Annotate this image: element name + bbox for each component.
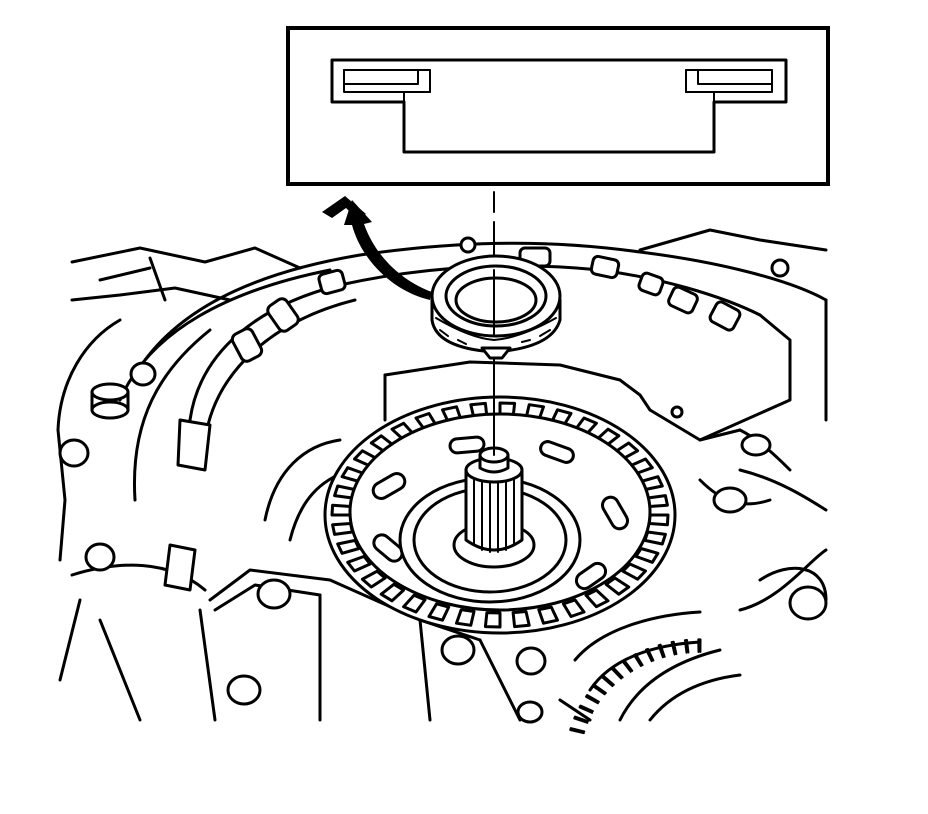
rim-hole [459, 236, 477, 254]
rim-slot [637, 271, 665, 297]
case-hole [670, 405, 684, 419]
gear-tooth [584, 588, 610, 609]
seal-profile [330, 58, 788, 154]
secondary-gear-tooth [657, 643, 666, 659]
gear-slot [372, 533, 404, 563]
secondary-gear-tooth [645, 647, 655, 663]
gear-slot [448, 435, 486, 455]
gear-slot [371, 472, 407, 500]
gear-tooth [621, 562, 647, 581]
seal-notch [480, 346, 512, 360]
bolt-hole [256, 578, 292, 610]
case-tab [176, 418, 212, 472]
rim-slot [589, 254, 621, 280]
rim-slot [317, 268, 347, 296]
secondary-gear-tooth [633, 653, 644, 667]
gear-tooth [643, 530, 667, 546]
secondary-gear-tooth [592, 684, 607, 696]
gear-tooth [360, 569, 387, 589]
seal-bore [454, 276, 538, 324]
bolt-hole [84, 542, 116, 572]
gear-tooth [537, 605, 559, 625]
gear-slot [574, 561, 608, 591]
secondary-gear-tooth [569, 727, 586, 735]
gear-tooth [483, 611, 502, 629]
secondary-gear-tooth [601, 675, 615, 688]
secondary-gear-tooth [670, 640, 678, 656]
secondary-gear [569, 548, 828, 735]
gear-slot [601, 495, 629, 531]
gear-tooth [455, 608, 476, 627]
input-shaft [464, 446, 524, 553]
gear-tooth [604, 576, 631, 596]
gear-slot [539, 440, 575, 464]
dowel-pin [90, 382, 130, 420]
secondary-gear-tooth [621, 659, 634, 673]
bolt-hole [440, 634, 476, 666]
bolt-hole [58, 438, 90, 468]
secondary-gear-tooth [573, 715, 589, 724]
case-tab [163, 543, 197, 592]
gear-teeth [330, 401, 670, 629]
case-hole [712, 486, 748, 514]
bearing-hole [788, 585, 828, 621]
seal-cross-section-inset [286, 26, 830, 186]
rim-slot [266, 297, 300, 333]
secondary-gear-tooth [585, 694, 600, 705]
removal-arrow [322, 196, 432, 300]
seal-ring [430, 254, 562, 360]
bolt-hole [515, 646, 547, 676]
gear-tooth [647, 513, 670, 527]
gear-tooth [561, 598, 586, 618]
gear-tooth [427, 602, 451, 622]
gear-tooth [634, 547, 660, 564]
gear-tooth [346, 554, 372, 573]
bolt-hole [516, 700, 544, 724]
bolt-hole [226, 674, 262, 706]
inset-frame [286, 26, 830, 186]
bolt-hole [129, 361, 157, 387]
rim-slot [667, 285, 699, 315]
gear-tooth [330, 503, 353, 517]
secondary-gear-tooth [683, 639, 690, 654]
case-hole [740, 433, 772, 457]
gear-tooth [331, 522, 354, 536]
secondary-gear-tooth [611, 666, 624, 680]
gear-tooth [402, 593, 427, 614]
secondary-gear-tooth [697, 638, 702, 653]
rim-slot [230, 327, 264, 363]
rim-hole [770, 258, 790, 278]
gear-tooth [379, 582, 406, 603]
gear-tooth [511, 610, 531, 629]
rim-slot [708, 300, 742, 332]
secondary-gear-teeth [569, 638, 702, 735]
secondary-gear-tooth [578, 704, 594, 714]
